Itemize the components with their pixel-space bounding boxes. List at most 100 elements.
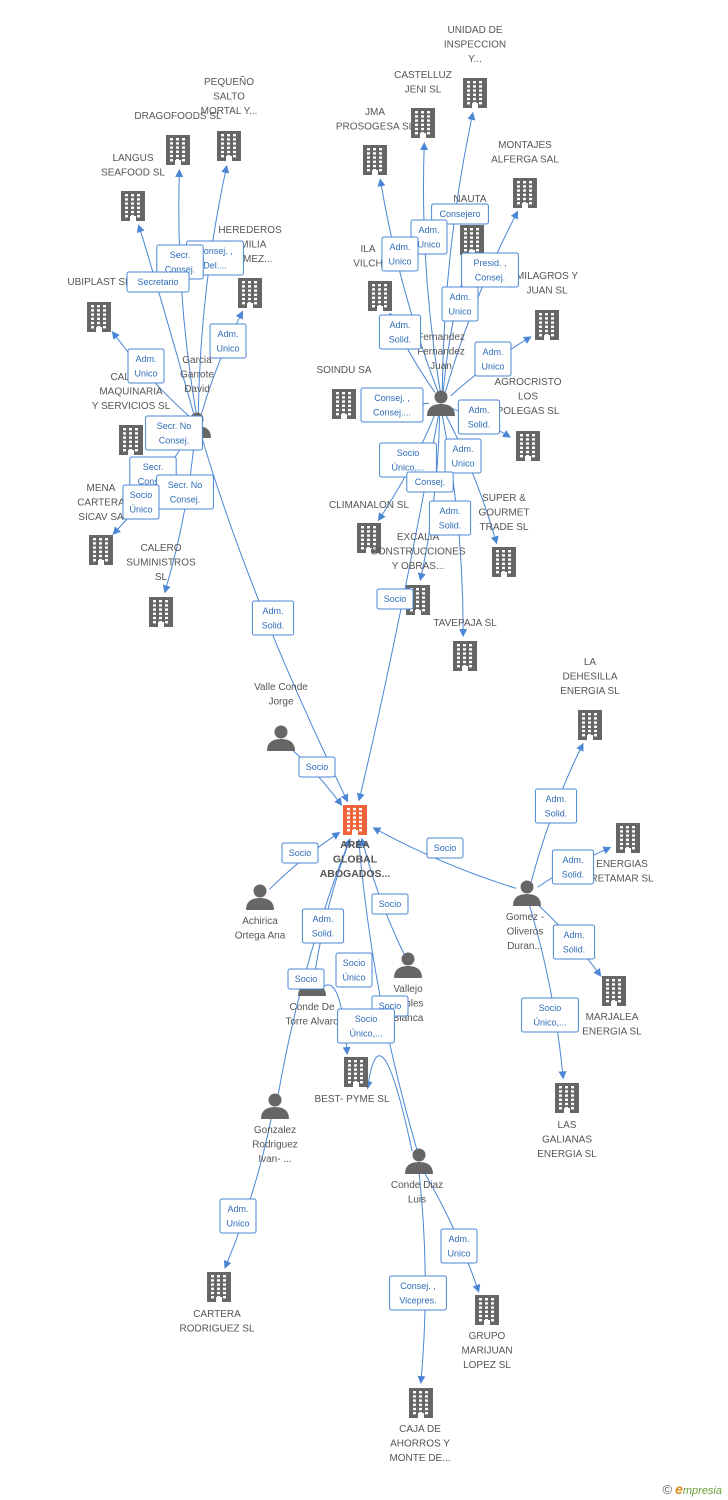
building-icon — [555, 1083, 579, 1113]
relation-label-gomez-to-retamar[interactable]: Adm.Solid. — [551, 849, 595, 885]
relation-label-garcia-to-langus[interactable]: Secretario — [126, 271, 190, 293]
relation-label-text: Consej. — [170, 495, 201, 505]
edge-conde_alvaro-to-center — [314, 838, 352, 972]
relation-label-fernandez-to-unidad[interactable]: Consejero — [431, 203, 489, 225]
node-label-line: MARIJUAN — [461, 1346, 512, 1357]
relation-label-text: Unico — [134, 369, 157, 379]
relation-label-garcia-to-ubiplast[interactable]: Adm.Unico — [127, 348, 165, 384]
building-icon — [343, 805, 367, 835]
relation-label-conde_alvaro-to-center[interactable]: Adm.Solid. — [301, 908, 345, 944]
person-node-gomez[interactable]: Gomez -OliverosDuran... — [506, 880, 544, 953]
relation-label-text: Consej. , — [374, 393, 410, 403]
brand-logo[interactable]: empresia — [675, 1481, 722, 1497]
relation-label-valle-to-center[interactable]: Socio — [298, 756, 336, 778]
node-label-line: SUPER & — [482, 493, 526, 504]
node-label-line: Rodriguez — [252, 1140, 298, 1151]
relation-label-conde_luis-to-grupo_mar[interactable]: Adm.Unico — [440, 1228, 478, 1264]
relation-label-gomez-to-galianas[interactable]: SocioÚnico,... — [521, 997, 579, 1033]
relation-label-fernandez-to-ila[interactable]: Adm.Solid. — [378, 314, 422, 350]
company-node-unidad[interactable]: UNIDAD DEINSPECCIONY... — [444, 25, 506, 108]
edge-fernandez-to-unidad — [441, 111, 476, 392]
relation-label-fernandez-to-nauta[interactable]: Adm.Unico — [441, 286, 479, 322]
relation-label-gomez-to-marjalea[interactable]: Adm.Solid. — [552, 924, 596, 960]
company-node-herederos[interactable]: HEREDEROSEMILIAGOMEZ... — [218, 225, 282, 308]
relation-label-conde_luis-to-caja[interactable]: Consej. ,Vicepres. — [389, 1275, 447, 1311]
relation-label-fernandez-to-center[interactable]: Socio — [376, 588, 414, 610]
company-node-bestpyme[interactable]: BEST- PYME SL — [314, 1057, 390, 1105]
building-icon — [602, 976, 626, 1006]
node-label-line: JMA — [365, 107, 385, 118]
relation-label-text: Socio — [295, 974, 318, 984]
node-label-line: CARTERA — [77, 498, 125, 509]
relation-label-vallejo-to-center[interactable]: Socio — [371, 893, 409, 915]
relation-label-conde_luis-to-bestpyme[interactable]: SocioÚnico,... — [337, 1008, 395, 1044]
relation-label-gomez-to-center[interactable]: Socio — [426, 837, 464, 859]
relation-label-text: Adm. — [217, 329, 238, 339]
company-node-dragofoods[interactable]: DRAGOFOODS SL — [134, 111, 222, 165]
company-node-soindu[interactable]: SOINDU SA — [316, 365, 372, 419]
relation-label-garcia-to-herederos[interactable]: Adm.Unico — [209, 323, 247, 359]
node-label-line: David — [184, 384, 210, 395]
relation-label-fernandez-to-tavepaja[interactable]: Adm.Solid. — [428, 500, 472, 536]
company-node-center[interactable]: AREAGLOBALABOGADOS... — [320, 805, 391, 880]
relation-label-achirica-to-center[interactable]: Socio — [281, 842, 319, 864]
node-label-line: POLEGAS SL — [497, 406, 560, 417]
relation-label-fernandez-to-castelluz[interactable]: Adm.Unico — [410, 219, 448, 255]
relation-label-gomez-to-dehesilla[interactable]: Adm.Solid. — [534, 788, 578, 824]
relation-label-fernandez-to-milagros[interactable]: Adm.Unico — [474, 341, 512, 377]
relation-label-gonzalez-to-center[interactable]: Socio — [287, 968, 325, 990]
relation-label-fernandez-to-montajes[interactable]: Presid. ,Consej. — [461, 252, 519, 288]
node-label-line: Ivan- ... — [258, 1154, 291, 1165]
relation-label-text: Solid. — [468, 420, 491, 430]
relation-label-fernandez-to-jma[interactable]: Adm.Unico — [381, 236, 419, 272]
node-label-line: LOPEZ SL — [463, 1360, 511, 1371]
relation-label-fernandez-to-super[interactable]: Adm.Unico — [444, 438, 482, 474]
company-node-ubiplast[interactable]: UBIPLAST SL — [67, 277, 131, 332]
node-label-line: UNIDAD DE — [447, 25, 502, 36]
node-label-line: JUAN SL — [526, 286, 568, 297]
relation-label-fernandez-to-soindu[interactable]: Consej. ,Consej.... — [360, 387, 424, 423]
building-icon — [409, 1388, 433, 1418]
company-node-climanalon[interactable]: CLIMANALON SL — [329, 500, 409, 553]
node-label-line: ILA — [360, 244, 375, 255]
relation-label-fernandez-to-agrocristo[interactable]: Adm.Solid. — [457, 399, 501, 435]
relation-label-gonzalez-to-cartera_rod[interactable]: Adm.Unico — [219, 1198, 257, 1234]
relation-label-garcia-to-center[interactable]: Adm.Solid. — [251, 600, 295, 636]
company-node-tavepaja[interactable]: TAVEPAJA SL — [433, 618, 497, 671]
company-node-nauta[interactable]: NAUTA — [453, 194, 487, 255]
relation-label-fernandez-to-excalia[interactable]: Consej. — [406, 471, 454, 493]
person-node-gonzalez[interactable]: GonzalezRodriguezIvan- ... — [252, 1093, 298, 1166]
node-label-line: BEST- PYME SL — [314, 1094, 389, 1105]
node-label-line: CARTERA — [193, 1309, 241, 1320]
edge-fernandez-to-excalia — [417, 414, 441, 582]
node-label-line: SL — [155, 572, 168, 583]
brand-name: mpresia — [682, 1485, 722, 1497]
